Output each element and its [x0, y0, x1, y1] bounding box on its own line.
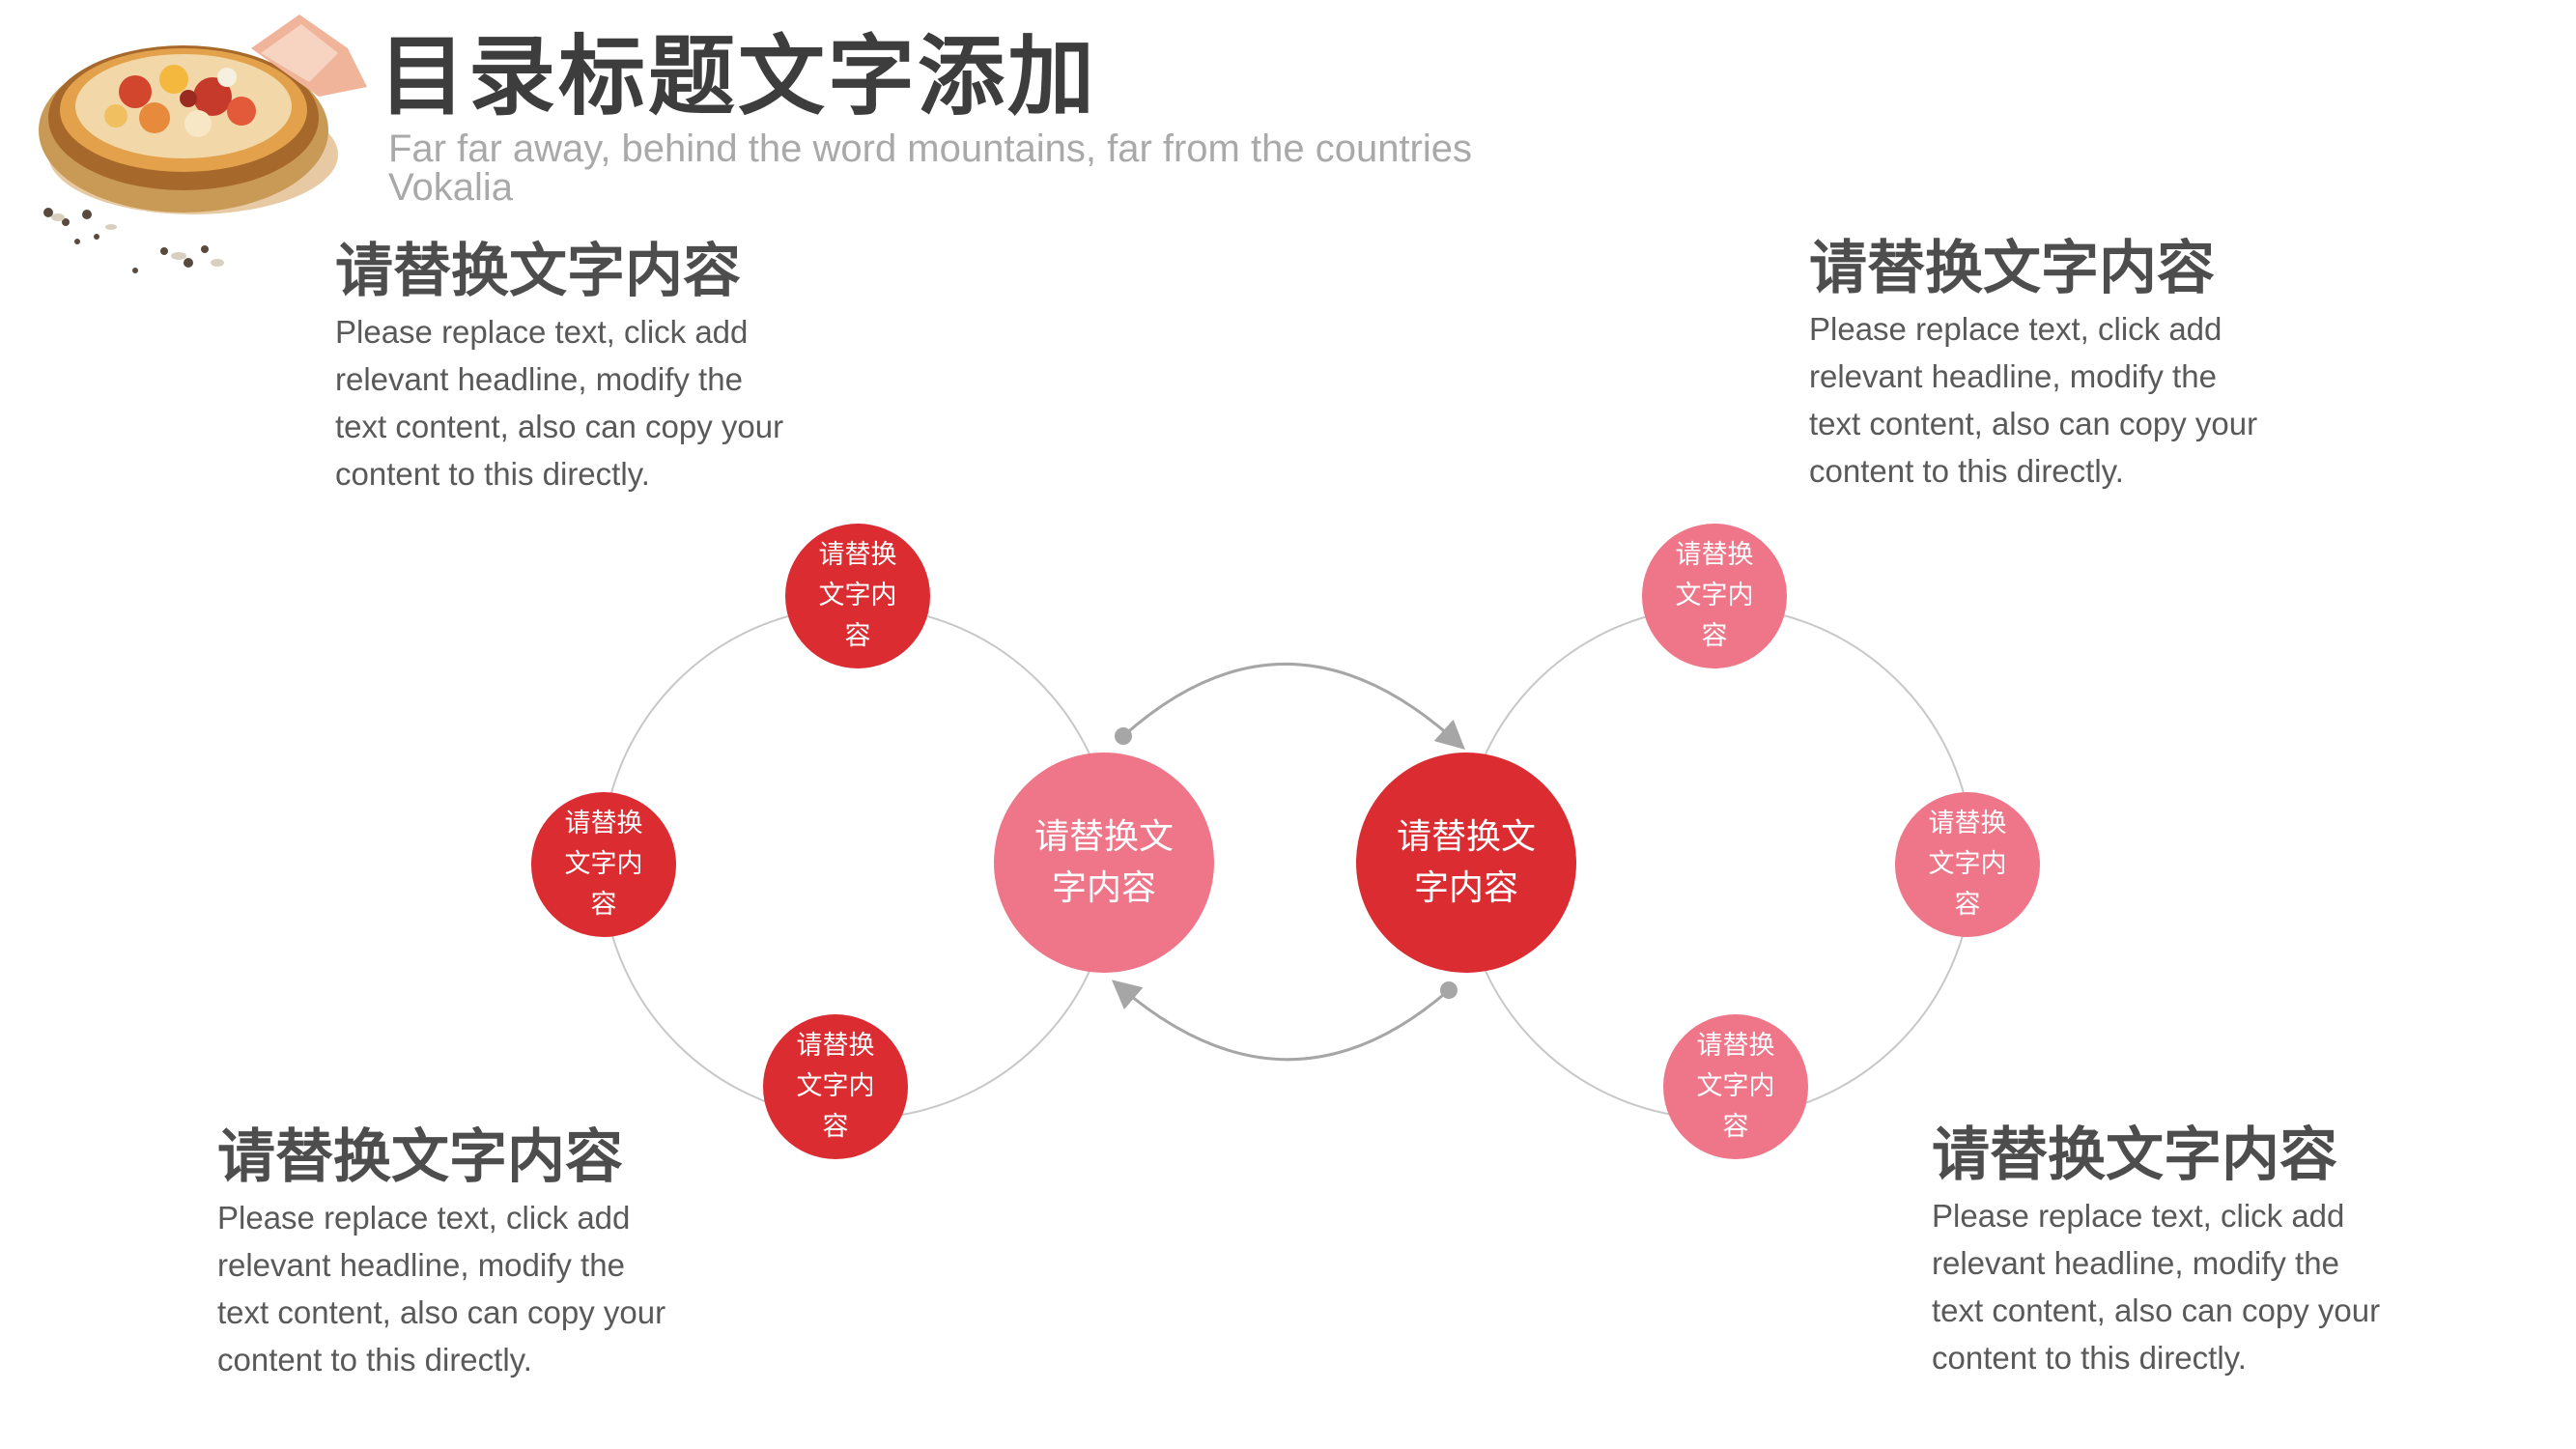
left-node-top-label: 请替换文字内容: [818, 540, 897, 651]
bottom-arrow: [1111, 980, 1450, 1062]
block-body: Please replace text, click add relevant …: [1809, 311, 2258, 489]
block-heading: 请替换文字内容: [335, 238, 741, 305]
left-node-middle: [531, 792, 676, 937]
block-body: Please replace text, click add relevant …: [217, 1200, 666, 1378]
left-node-bottom: [763, 1014, 908, 1159]
top-arrow-dot: [1115, 727, 1132, 745]
right-node-top: [1642, 524, 1787, 668]
block-heading: 请替换文字内容: [1809, 235, 2215, 302]
text-block-bottom-right: 请替换文字内容 Please replace text, click add r…: [1932, 1121, 2386, 1381]
text-block-bottom-left: 请替换文字内容 Please replace text, click add r…: [217, 1122, 671, 1383]
right-node-middle-label: 请替换文字内容: [1928, 809, 2007, 920]
right-center-label: 请替换文字内容: [1396, 817, 1536, 908]
right-node-bottom: [1663, 1014, 1808, 1159]
block-heading: 请替换文字内容: [1932, 1122, 2337, 1189]
left-node-top: [785, 524, 930, 668]
bottom-arrow-dot: [1440, 981, 1458, 999]
right-node-top-label: 请替换文字内容: [1675, 540, 1754, 651]
left-center-label: 请替换文字内容: [1033, 817, 1174, 908]
top-arrow: [1122, 663, 1465, 751]
left-node-bottom-label: 请替换文字内容: [796, 1031, 875, 1142]
block-body: Please replace text, click add relevant …: [1932, 1198, 2381, 1376]
text-block-top-right: 请替换文字内容 Please replace text, click add r…: [1809, 234, 2263, 495]
block-heading: 请替换文字内容: [217, 1123, 623, 1191]
right-node-middle: [1895, 792, 2040, 937]
page-subtitle: Far far away, behind the word mountains,…: [388, 128, 1473, 209]
left-node-middle-label: 请替换文字内容: [564, 809, 643, 920]
food-bowl-icon: [39, 14, 367, 273]
page-title: 目录标题文字添加: [379, 26, 1097, 128]
text-block-top-left: 请替换文字内容 Please replace text, click add r…: [335, 237, 789, 497]
right-node-bottom-label: 请替换文字内容: [1696, 1031, 1775, 1142]
right-center-node: [1356, 753, 1576, 973]
left-center-node: [994, 753, 1214, 973]
block-body: Please replace text, click add relevant …: [335, 314, 784, 492]
